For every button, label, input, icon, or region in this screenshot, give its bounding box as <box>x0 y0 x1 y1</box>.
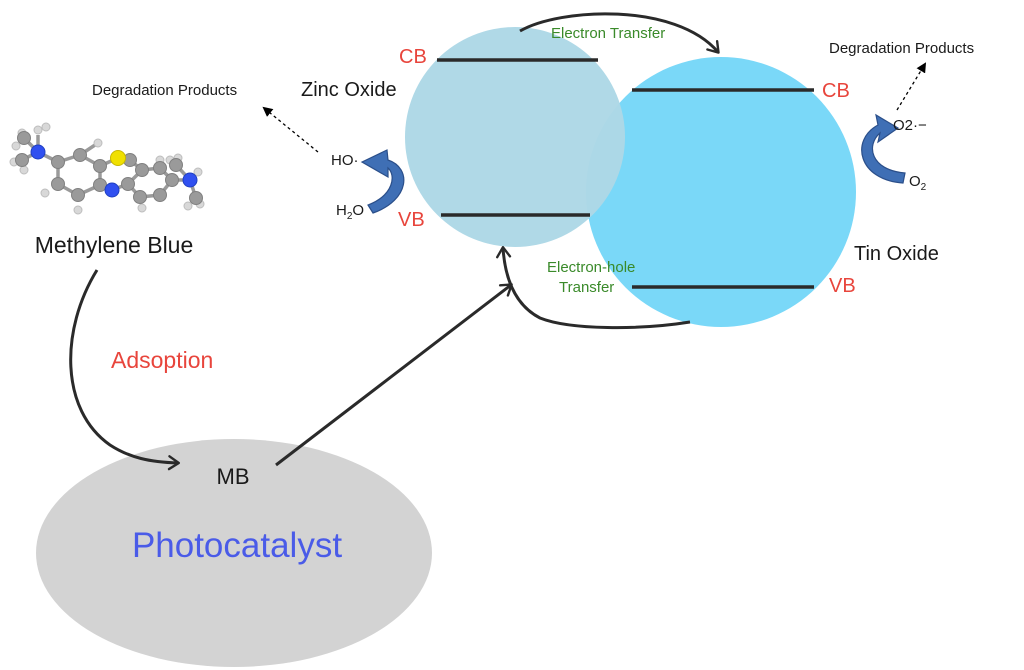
sulfur-atom <box>110 150 126 166</box>
adsorbed-mb-label: MB <box>217 464 250 489</box>
nitrogen-atom <box>104 182 120 198</box>
electron-hole-transfer-arrow <box>496 246 691 330</box>
electron-transfer-label: Electron Transfer <box>551 25 665 42</box>
electron-hole-label-line2: Transfer <box>559 279 614 296</box>
adsorption-label: Adsoption <box>111 347 213 373</box>
tin-oxide-reaction-arrow <box>861 113 906 184</box>
electron-hole-label-line1: Electron-hole <box>547 259 635 276</box>
nitrogen-atom <box>30 144 46 160</box>
tin-oxide: CB VB Tin Oxide <box>586 57 939 327</box>
adsorption-arrow <box>69 269 180 471</box>
zinc-oxide-name: Zinc Oxide <box>301 79 397 101</box>
zinc-oxide-vb-label: VB <box>398 209 425 231</box>
oxygen-label: O2 <box>909 173 927 193</box>
zinc-oxide-circle <box>405 27 625 247</box>
water-label: H2O <box>336 202 364 222</box>
zinc-oxide: CB VB Zinc Oxide <box>301 27 625 247</box>
superoxide-label: O2·− <box>893 117 927 134</box>
mb-to-zinc-oxide-arrow <box>275 283 513 467</box>
tin-oxide-name: Tin Oxide <box>854 243 939 265</box>
hydroxyl-radical-label: HO· <box>331 152 359 169</box>
zinc-oxide-reaction-arrow <box>360 149 405 214</box>
photocatalyst-ellipse <box>36 439 432 667</box>
methylene-blue-molecule <box>9 122 205 215</box>
zinc-oxide-cb-label: CB <box>399 46 427 68</box>
zinc-oxide-products-label: Degradation Products <box>92 82 237 99</box>
tin-oxide-cb-label: CB <box>822 80 850 102</box>
electron-transfer-arrow <box>519 12 720 54</box>
photocatalyst-label: Photocatalyst <box>132 526 342 565</box>
tin-oxide-products-label: Degradation Products <box>829 40 974 57</box>
zinc-oxide-products-arrow <box>262 106 319 153</box>
tin-oxide-vb-label: VB <box>829 275 856 297</box>
nitrogen-atom <box>182 172 198 188</box>
methylene-blue-label: Methylene Blue <box>35 232 194 258</box>
tin-oxide-circle <box>586 57 856 327</box>
tin-oxide-products-arrow <box>896 62 927 111</box>
photocatalyst: Photocatalyst MB <box>36 439 432 667</box>
